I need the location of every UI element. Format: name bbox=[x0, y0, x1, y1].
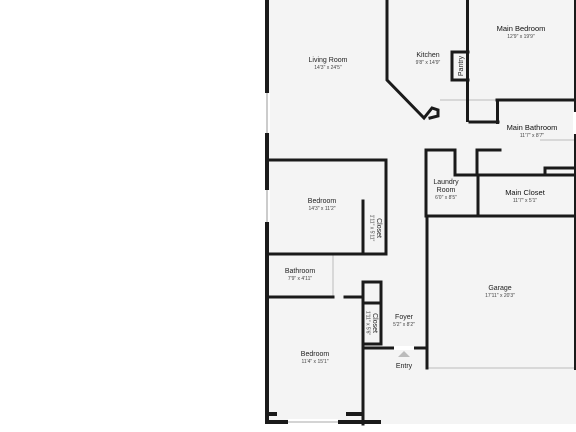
main-bedroom-label: Main Bedroom bbox=[497, 24, 546, 33]
laundry-room-dims: 6'0" x 8'5" bbox=[435, 195, 457, 201]
main-bedroom-dims: 12'9" x 19'9" bbox=[507, 34, 535, 40]
windows bbox=[264, 93, 576, 425]
entry-label: Entry bbox=[396, 363, 413, 370]
laundry-room-label-line1: Laundry bbox=[433, 179, 459, 186]
entry-arrow-icon bbox=[398, 351, 410, 357]
bedroom-lower-label: Bedroom bbox=[301, 351, 330, 358]
bedroom-lower-dims: 11'4" x 15'1" bbox=[301, 359, 328, 365]
garage-dims: 17'11" x 20'3" bbox=[485, 293, 515, 299]
foyer-dims: 5'2" x 8'2" bbox=[393, 322, 415, 328]
bedroom-upper-label: Bedroom bbox=[308, 198, 337, 205]
closet-lower-label: Closet bbox=[371, 313, 378, 333]
bathroom-label: Bathroom bbox=[285, 268, 316, 275]
closet-upper-dims: 1'11" x 5'11" bbox=[369, 215, 375, 242]
entry-marker: Entry bbox=[396, 351, 413, 370]
kitchen-label: Kitchen bbox=[416, 52, 439, 59]
interior-details bbox=[332, 99, 576, 369]
laundry-room-label-line2: Room bbox=[437, 187, 456, 194]
main-closet-label: Main Closet bbox=[505, 188, 546, 197]
living-room-label: Living Room bbox=[309, 57, 348, 64]
main-bathroom-label: Main Bathroom bbox=[507, 123, 558, 132]
pantry-label: Pantry bbox=[458, 55, 465, 76]
closet-upper-label: Closet bbox=[375, 218, 382, 238]
room-labels: Living Room 14'3" x 24'5" Kitchen 9'8" x… bbox=[285, 24, 558, 365]
living-room-dims: 14'3" x 24'5" bbox=[314, 65, 342, 71]
foyer-label: Foyer bbox=[395, 314, 414, 321]
kitchen-dims: 9'8" x 14'9" bbox=[416, 60, 441, 66]
garage-label: Garage bbox=[488, 285, 511, 292]
bedroom-upper-dims: 14'3" x 11'2" bbox=[308, 206, 335, 212]
main-closet-dims: 11'7" x 5'1" bbox=[513, 198, 537, 204]
main-bathroom-dims: 11'7" x 8'7" bbox=[520, 133, 544, 139]
bathroom-dims: 7'9" x 4'11" bbox=[288, 276, 312, 282]
closet-lower-dims: 1'11" x 5'6" bbox=[365, 311, 371, 335]
